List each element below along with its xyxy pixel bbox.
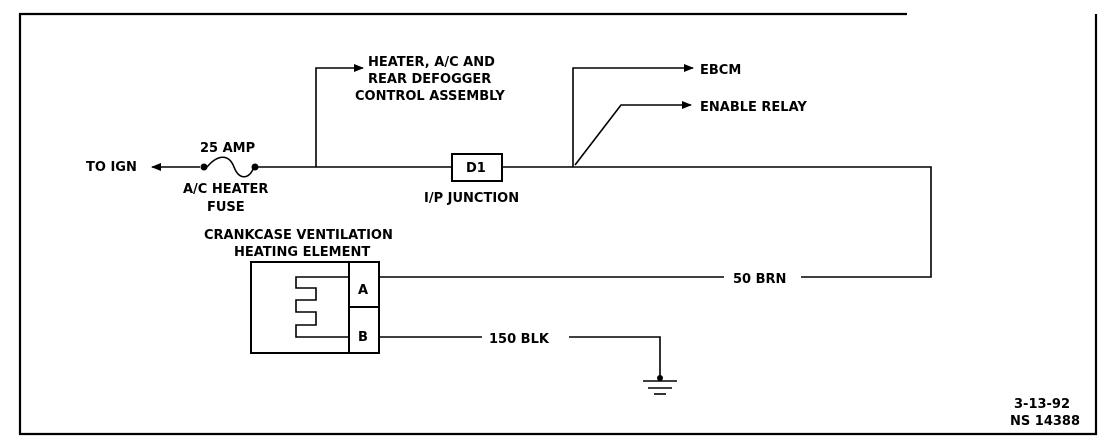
heating-element-label-2: HEATING ELEMENT (234, 245, 370, 260)
to-ign-label: TO IGN (86, 160, 137, 175)
control-assembly-label-1: HEATER, A/C AND (368, 55, 495, 70)
ebcm-label: EBCM (700, 63, 741, 78)
wire-blk-label: 150 BLK (489, 332, 550, 347)
pin-a-label: A (358, 283, 368, 298)
wire-blk-segment-2 (569, 336, 661, 378)
d1-junction-name: I/P JUNCTION (424, 191, 519, 206)
wire-brn-label: 50 BRN (733, 272, 786, 287)
heating-element-symbol (295, 276, 349, 338)
ebcm-arrow (572, 64, 694, 167)
pin-b-box (348, 306, 380, 354)
fuse-rating-label: 25 AMP (200, 141, 255, 156)
fuse-icon (206, 156, 255, 178)
control-assembly-label-3: CONTROL ASSEMBLY (355, 89, 505, 104)
fuse-name-label-2: FUSE (207, 200, 245, 215)
d1-junction-id: D1 (466, 161, 486, 176)
control-assembly-label-2: REAR DEFOGGER (368, 72, 491, 87)
reference-number: NS 14388 (1010, 414, 1080, 429)
pin-b-label: B (358, 330, 368, 345)
control-assembly-arrow (315, 64, 364, 167)
fuse-terminal-right (251, 163, 259, 171)
enable-relay-arrow (574, 101, 692, 166)
fuse-terminal-left (200, 163, 208, 171)
wire-d1-to-element-a (502, 166, 932, 278)
date-code: 3-13-92 (1014, 397, 1070, 412)
heating-element-label-1: CRANKCASE VENTILATION (204, 228, 393, 243)
diagram-frame (18, 12, 1098, 436)
ground-junction-dot (657, 375, 663, 381)
ground-icon (643, 380, 677, 395)
fuse-name-label-1: A/C HEATER (183, 182, 268, 197)
enable-relay-label: ENABLE RELAY (700, 100, 807, 115)
